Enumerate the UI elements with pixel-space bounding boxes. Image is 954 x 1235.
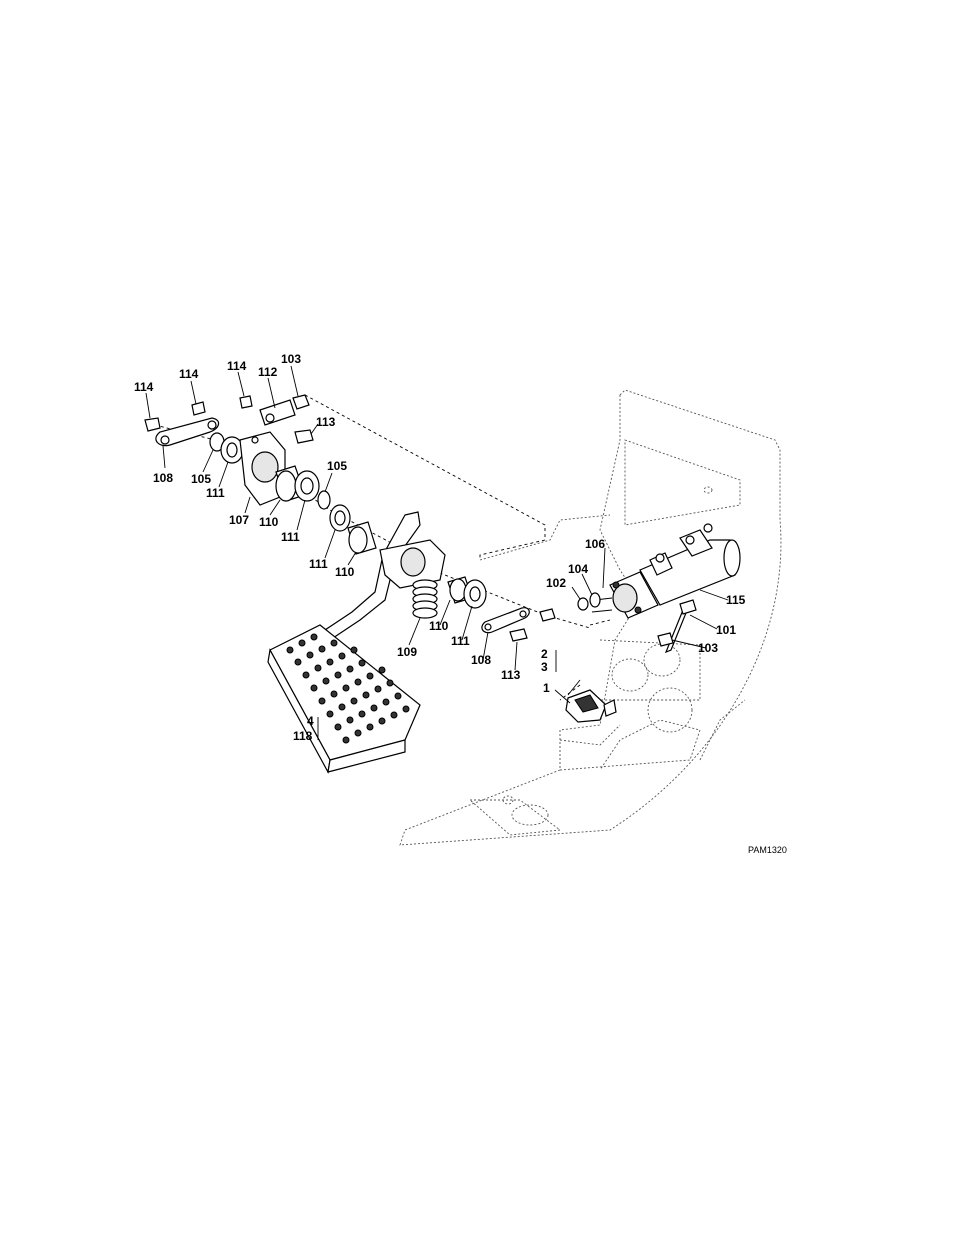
callout-111-left: 111	[206, 486, 225, 500]
callout-labels: 114 114 114 112 103 113 108 105 111 105 …	[134, 352, 746, 743]
washer-105-right	[318, 491, 330, 509]
clip-114-left	[145, 418, 160, 431]
callout-109: 109	[397, 645, 417, 659]
callout-2: 2	[541, 647, 548, 661]
bolt-101	[666, 608, 688, 652]
callout-103-upper: 103	[281, 352, 301, 366]
callout-114-right: 114	[227, 359, 247, 373]
callout-104: 104	[568, 562, 588, 576]
clip-114-mid	[192, 402, 205, 415]
washer-104	[590, 593, 600, 607]
callout-118: 118	[293, 729, 313, 743]
nut-103-lower	[658, 633, 673, 646]
callout-4: 4	[307, 714, 314, 728]
callout-107: 107	[229, 513, 249, 527]
callout-1: 1	[543, 681, 550, 695]
nut-102	[578, 598, 588, 610]
callout-110-mid: 110	[335, 565, 355, 579]
callout-110-upper: 110	[259, 515, 279, 529]
switch-1	[566, 680, 616, 722]
callout-106: 106	[585, 537, 605, 551]
spring-109	[413, 580, 437, 618]
callout-108-lower: 108	[471, 653, 491, 667]
callout-102: 102	[546, 576, 566, 590]
callout-108-upper: 108	[153, 471, 173, 485]
figure-reference: PAM1320	[748, 845, 787, 855]
right-pivot-parts	[448, 577, 555, 641]
callout-113-upper: 113	[316, 415, 336, 429]
pin-113-upper	[295, 430, 313, 443]
clip-114-right	[240, 396, 252, 408]
callout-111-lower: 111	[451, 634, 470, 648]
callout-103-lower: 103	[698, 641, 718, 655]
callout-105-right: 105	[327, 459, 347, 473]
pin-113-lower	[510, 629, 527, 641]
callout-3: 3	[541, 660, 548, 674]
callout-112: 112	[258, 365, 278, 379]
callout-101: 101	[716, 623, 736, 637]
callout-111-upper: 111	[281, 530, 300, 544]
callout-111-mid: 111	[309, 557, 328, 571]
nut-103-upper	[293, 395, 309, 409]
callout-114-left: 114	[134, 380, 154, 394]
callout-110-lower: 110	[429, 619, 449, 633]
frame-outline	[400, 390, 781, 845]
clevis-112	[260, 400, 295, 425]
callout-115: 115	[726, 593, 746, 607]
callout-114-mid: 114	[179, 367, 199, 381]
pivot-assembly-parts	[145, 395, 376, 554]
callout-113-lower: 113	[501, 668, 521, 682]
callout-105-left: 105	[191, 472, 211, 486]
